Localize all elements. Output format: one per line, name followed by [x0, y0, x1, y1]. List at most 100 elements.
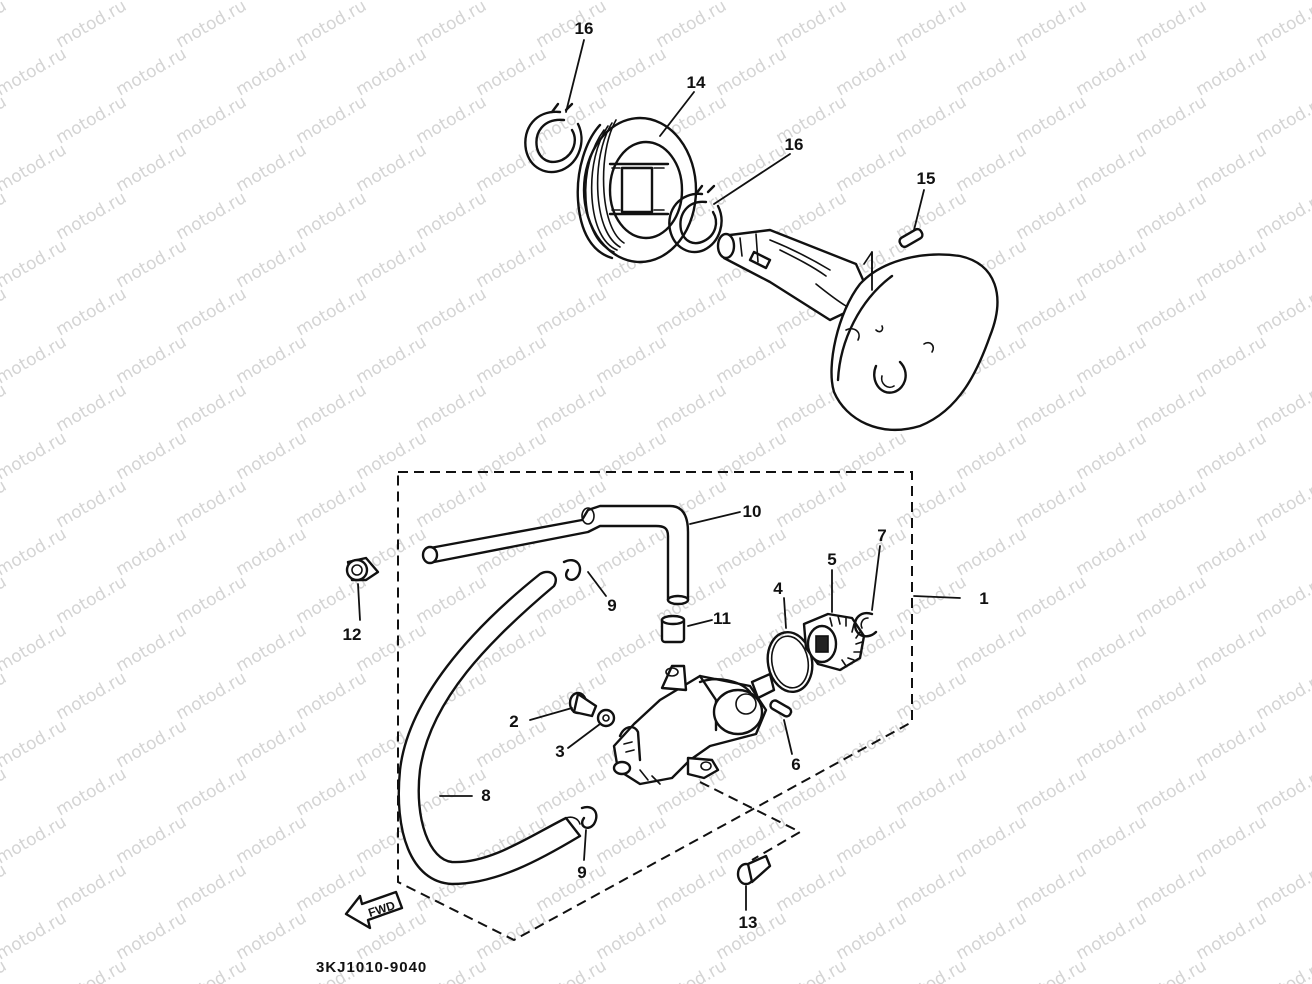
watermark-text: motod.ru	[0, 572, 10, 628]
watermark-text: motod.ru	[113, 428, 191, 484]
watermark-text: motod.ru	[0, 0, 70, 4]
watermark-text: motod.ru	[833, 716, 911, 772]
watermark-text: motod.ru	[1193, 620, 1271, 676]
watermark-text: motod.ru	[353, 44, 431, 100]
watermark-text: motod.ru	[533, 284, 611, 340]
watermark-text: motod.ru	[0, 956, 10, 984]
watermark-text: motod.ru	[653, 284, 731, 340]
watermark-text: motod.ru	[1013, 0, 1091, 52]
watermark-text: motod.ru	[953, 44, 1031, 100]
watermark-text: motod.ru	[0, 716, 70, 772]
watermark-text: motod.ru	[53, 668, 131, 724]
watermark-text: motod.ru	[413, 0, 491, 52]
callout-7: 7	[877, 526, 886, 545]
watermark-text: motod.ru	[1253, 764, 1312, 820]
watermark-text: motod.ru	[1193, 716, 1271, 772]
watermark-text: motod.ru	[1133, 668, 1211, 724]
watermark-text: motod.ru	[173, 0, 251, 52]
watermark-text: motod.ru	[1193, 908, 1271, 964]
watermark-text: motod.ru	[233, 44, 311, 100]
watermark-text: motod.ru	[173, 380, 251, 436]
watermark-text: motod.ru	[293, 476, 371, 532]
watermark-text: motod.ru	[293, 668, 371, 724]
watermark-text: motod.ru	[773, 476, 851, 532]
watermark-text: motod.ru	[1133, 572, 1211, 628]
watermark-text: motod.ru	[1133, 956, 1211, 984]
watermark-text: motod.ru	[593, 620, 671, 676]
watermark-text: motod.ru	[1193, 44, 1271, 100]
watermark-text: motod.ru	[53, 572, 131, 628]
leader-lines	[357, 39, 961, 911]
watermark-text: motod.ru	[1133, 860, 1211, 916]
hose-clip-upper	[562, 559, 582, 581]
watermark-text: motod.ru	[293, 284, 371, 340]
watermark-text: motod.ru	[0, 476, 10, 532]
watermark-text: motod.ru	[1013, 860, 1091, 916]
watermark-text: motod.ru	[413, 284, 491, 340]
callout-1: 1	[979, 589, 988, 608]
watermark-text: motod.ru	[1013, 956, 1091, 984]
watermark-text: motod.ru	[0, 764, 10, 820]
watermark-text: motod.ru	[293, 0, 371, 52]
watermark-text: motod.ru	[113, 332, 191, 388]
watermark-text: motod.ru	[0, 812, 70, 868]
watermark-text: motod.ru	[893, 572, 971, 628]
watermark-text: motod.ru	[0, 668, 10, 724]
watermark-text: motod.ru	[413, 380, 491, 436]
callout-4: 4	[773, 579, 783, 598]
callout-12: 12	[343, 625, 362, 644]
watermark-text: motod.ru	[653, 860, 731, 916]
watermark-text: motod.ru	[833, 428, 911, 484]
pump-pin	[769, 699, 793, 718]
watermark-text: motod.ru	[53, 476, 131, 532]
callout-9-upper: 9	[607, 596, 616, 615]
watermark-text: motod.ru	[773, 0, 851, 52]
watermark-text: motod.ru	[473, 236, 551, 292]
watermark-text: motod.ru	[953, 812, 1031, 868]
watermark-text: motod.ru	[1253, 284, 1312, 340]
circlip-left	[524, 102, 583, 174]
drive-gear	[802, 612, 866, 672]
watermark-text: motod.ru	[1193, 524, 1271, 580]
watermark-text: motod.ru	[173, 284, 251, 340]
watermark-text: motod.ru	[1193, 140, 1271, 196]
watermark-text: motod.ru	[353, 332, 431, 388]
watermark-text: motod.ru	[1073, 908, 1151, 964]
pulley	[576, 116, 698, 264]
watermark-text: motod.ru	[533, 956, 611, 984]
watermark-text: motod.ru	[1193, 428, 1271, 484]
watermark-text: motod.ru	[773, 860, 851, 916]
callout-15: 15	[917, 169, 936, 188]
watermark-text: motod.ru	[1193, 812, 1271, 868]
watermark-text: motod.ru	[1133, 284, 1211, 340]
watermark-text: motod.ru	[893, 476, 971, 532]
hose-fitting	[345, 556, 380, 582]
callout-8: 8	[481, 786, 490, 805]
oil-pump-body	[612, 664, 776, 786]
watermark-text: motod.ru	[1073, 44, 1151, 100]
watermark-text: motod.ru	[233, 716, 311, 772]
watermark-text: motod.ru	[653, 0, 731, 52]
watermark-text: motod.ru	[113, 620, 191, 676]
bolt-short	[568, 691, 598, 718]
watermark-text: motod.ru	[473, 428, 551, 484]
watermark-text: motod.ru	[593, 908, 671, 964]
watermark-text: motod.ru	[113, 812, 191, 868]
hose-clip-lower	[580, 805, 598, 829]
watermark-text: motod.ru	[173, 764, 251, 820]
watermark-text: motod.ru	[293, 380, 371, 436]
watermark-text: motod.ru	[713, 428, 791, 484]
watermark-text: motod.ru	[173, 188, 251, 244]
watermark-text: motod.ru	[413, 572, 491, 628]
diagram-code: 3KJ1010-9040	[316, 959, 427, 976]
watermark-text: motod.ru	[353, 428, 431, 484]
watermark-text: motod.ru	[1253, 956, 1312, 984]
gear-circlip	[853, 611, 878, 638]
watermark-text: motod.ru	[233, 620, 311, 676]
watermark-text: motod.ru	[413, 476, 491, 532]
watermark-text: motod.ru	[1253, 476, 1312, 532]
watermark-text: motod.ru	[1133, 0, 1211, 52]
watermark-text: motod.ru	[1013, 188, 1091, 244]
watermark-text: motod.ru	[473, 44, 551, 100]
watermark-text: motod.ru	[833, 44, 911, 100]
